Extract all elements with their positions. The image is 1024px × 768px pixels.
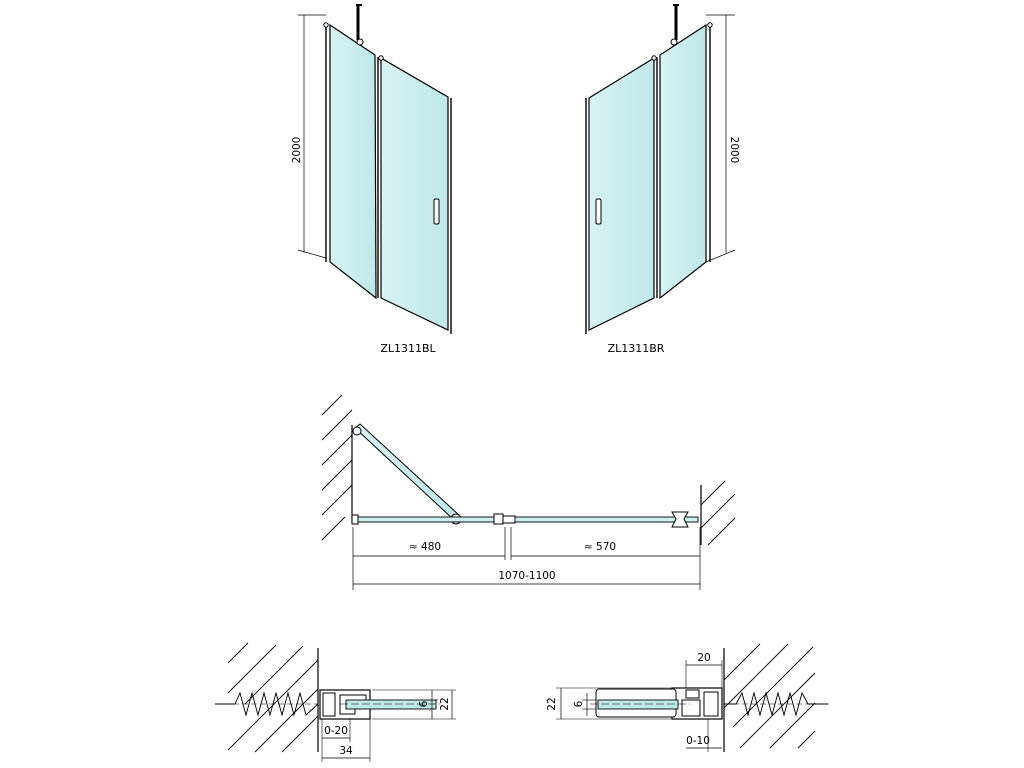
profile-height-label: 22 — [439, 697, 451, 710]
glass-thickness-label: 6 — [573, 700, 585, 707]
door-width-label: ≈ 480 — [409, 541, 441, 553]
door-glass-panel — [380, 56, 449, 331]
plan-view: ≈ 480 ≈ 570 1070-1100 — [321, 394, 736, 590]
detail-right: 6 22 20 0-10 — [546, 643, 830, 752]
front-view-left: 2000 ZL1311BL — [291, 4, 452, 355]
fixed-width-label: ≈ 570 — [584, 541, 616, 553]
front-view-right: 2000 ZL1311BR — [585, 4, 740, 355]
glass-thickness-label: 6 — [418, 700, 430, 707]
wall-profile — [671, 687, 723, 720]
fixed-glass-panel — [329, 23, 377, 300]
wall-anchor-icon — [724, 691, 828, 717]
height-label-right: 2000 — [728, 137, 740, 164]
door-handle-icon — [433, 198, 440, 225]
detail-left: 6 22 0-20 34 — [215, 642, 456, 762]
glass-section — [597, 699, 679, 710]
stabilizer-bar-icon — [356, 38, 364, 46]
wall-profile-icon — [671, 511, 689, 528]
profile-height-label: 22 — [546, 697, 558, 710]
adjustment-label: 0-10 — [686, 735, 710, 747]
door-handle-icon — [595, 198, 602, 225]
adjustment-label: 0-20 — [324, 725, 348, 737]
door-open-position — [354, 423, 460, 521]
hinge-icon — [352, 426, 362, 436]
fixed-glass-panel — [659, 23, 707, 300]
model-label-right: ZL1311BR — [608, 342, 665, 355]
glass-section — [345, 699, 437, 710]
door-glass-panel — [588, 56, 655, 331]
profile-width-label: 34 — [339, 745, 353, 757]
stabilizer-bar-icon — [670, 38, 678, 46]
total-width-label: 1070-1100 — [498, 570, 555, 582]
fixed-panel-plan — [514, 516, 699, 523]
model-label-left: ZL1311BL — [380, 342, 436, 355]
height-label-left: 2000 — [291, 137, 303, 164]
top-width-label: 20 — [697, 652, 710, 664]
door-closed-position — [355, 516, 500, 523]
wall-anchor-icon — [215, 691, 319, 717]
